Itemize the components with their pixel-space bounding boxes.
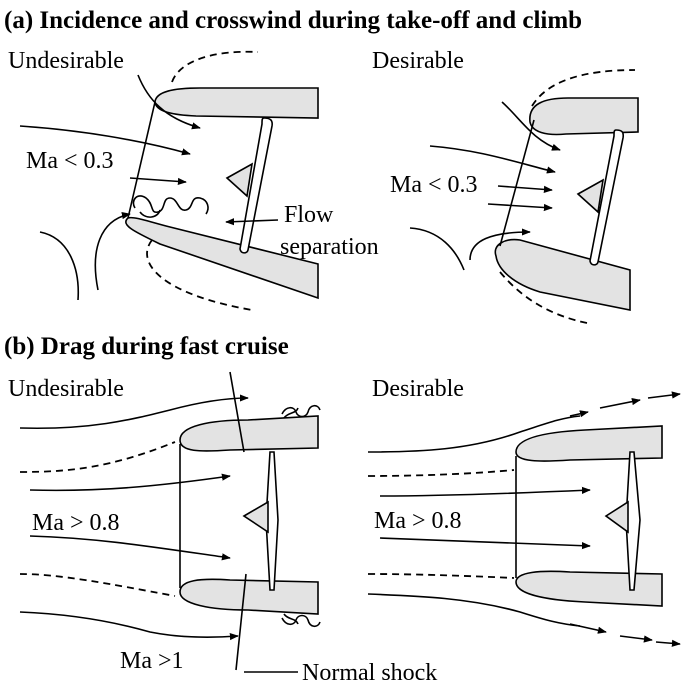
panel-a-left-mach: Ma < 0.3 [26,148,114,174]
panel-b-undesirable-engine: Undesirable Ma > 0.8 Ma >1 Normal shock [8,371,437,686]
panel-b-right-caption: Desirable [372,376,464,402]
panel-b-left-caption: Undesirable [8,376,124,402]
panel-a-left-caption: Undesirable [8,48,124,74]
flow-separation-label-line1: Flow [284,202,334,228]
panel-b-right-mach: Ma > 0.8 [374,508,462,534]
panel-b-desirable-engine: Desirable Ma > 0.8 [367,376,681,647]
panel-b-left-mach: Ma > 0.8 [32,510,120,536]
panel-a-right-mach: Ma < 0.3 [390,172,478,198]
panel-a-right-caption: Desirable [372,48,464,74]
panel-a-desirable-engine: Desirable Ma < 0.3 [372,48,639,325]
panel-a-title: (a) Incidence and crosswind during take-… [4,7,582,34]
normal-shock-label: Normal shock [302,660,437,686]
panel-a-undesirable-engine: Undesirable Ma < 0.3 Flow separation [8,48,379,311]
supersonic-mach-label: Ma >1 [120,648,184,674]
panel-b-title: (b) Drag during fast cruise [4,333,289,360]
flow-separation-label-line2: separation [280,234,379,260]
